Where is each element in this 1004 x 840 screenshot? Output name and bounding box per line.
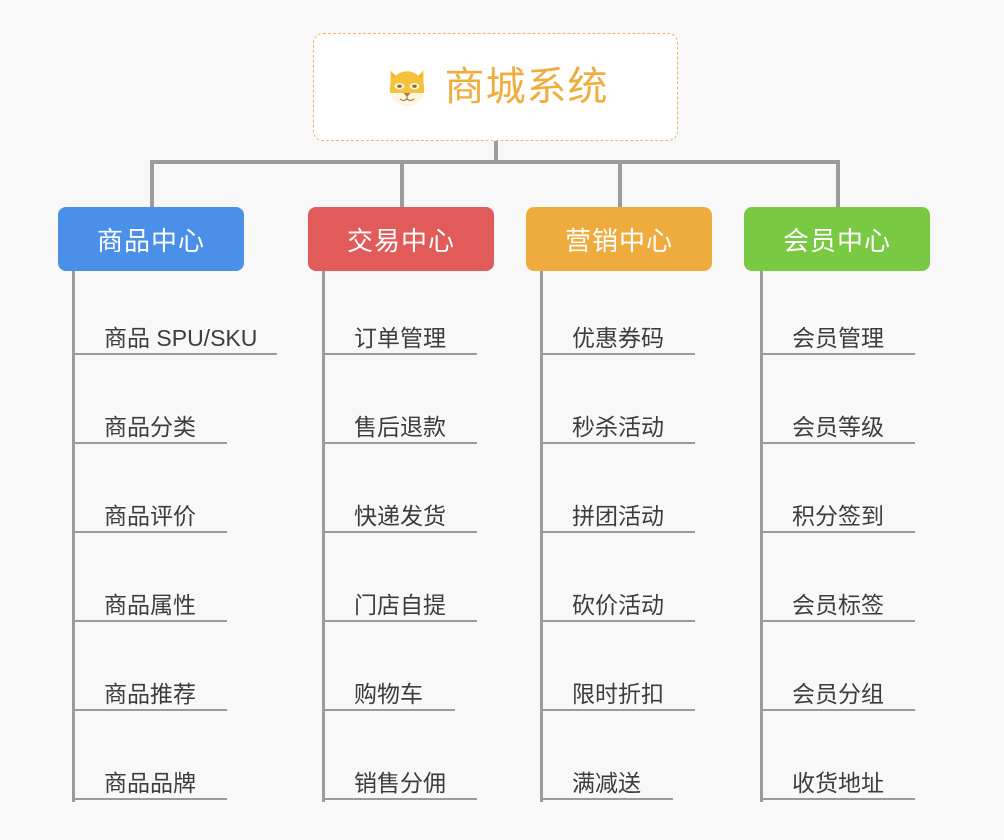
leaf-label: 销售分佣	[354, 769, 446, 796]
leaf-item-3-3[interactable]: 拼团活动	[540, 489, 695, 533]
leaf-item-4-6[interactable]: 收货地址	[760, 756, 915, 800]
branch-trunk-2	[322, 271, 325, 802]
branch-trunk-1	[72, 271, 75, 802]
leaf-label: 商品品牌	[104, 769, 196, 796]
category-box-3[interactable]: 营销中心	[526, 207, 712, 271]
leaf-label: 会员等级	[792, 413, 884, 440]
leaf-label: 购物车	[354, 680, 423, 707]
leaf-item-2-3[interactable]: 快递发货	[322, 489, 477, 533]
leaf-label: 快递发货	[354, 502, 446, 529]
leaf-label: 售后退款	[354, 413, 446, 440]
leaf-label: 会员管理	[792, 324, 884, 351]
connector-drop-4	[836, 160, 840, 207]
category-box-4[interactable]: 会员中心	[744, 207, 930, 271]
leaf-item-3-4[interactable]: 砍价活动	[540, 578, 695, 622]
leaf-item-2-1[interactable]: 订单管理	[322, 311, 477, 355]
leaf-label: 会员分组	[792, 680, 884, 707]
leaf-label: 商品推荐	[104, 680, 196, 707]
dog-face-icon	[389, 70, 424, 108]
leaf-item-3-1[interactable]: 优惠券码	[540, 311, 695, 355]
connector-drop-3	[618, 160, 622, 207]
leaf-item-1-6[interactable]: 商品品牌	[72, 756, 227, 800]
leaf-item-4-3[interactable]: 积分签到	[760, 489, 915, 533]
leaf-item-4-4[interactable]: 会员标签	[760, 578, 915, 622]
category-title-2: 交易中心	[346, 225, 455, 256]
connector-bus-bar	[150, 160, 840, 164]
leaf-item-2-4[interactable]: 门店自提	[322, 578, 477, 622]
leaf-label: 满减送	[572, 769, 641, 796]
leaf-label: 积分签到	[792, 502, 884, 529]
leaf-item-4-2[interactable]: 会员等级	[760, 400, 915, 444]
leaf-item-1-3[interactable]: 商品评价	[72, 489, 227, 533]
category-box-2[interactable]: 交易中心	[308, 207, 494, 271]
leaf-label: 优惠券码	[572, 324, 664, 351]
leaf-label: 秒杀活动	[572, 413, 664, 440]
category-title-3: 营销中心	[564, 225, 673, 256]
leaf-label: 商品属性	[104, 591, 196, 618]
leaf-item-3-2[interactable]: 秒杀活动	[540, 400, 695, 444]
leaf-item-2-2[interactable]: 售后退款	[322, 400, 477, 444]
leaf-label: 会员标签	[792, 591, 884, 618]
leaf-label: 订单管理	[354, 324, 446, 351]
leaf-item-4-5[interactable]: 会员分组	[760, 667, 915, 711]
leaf-label: 商品分类	[104, 413, 196, 440]
connector-drop-1	[150, 160, 154, 207]
branch-trunk-4	[760, 271, 763, 802]
leaf-label: 拼团活动	[572, 502, 664, 529]
connector-drop-2	[400, 160, 404, 207]
branch-trunk-3	[540, 271, 543, 802]
root-node-title: 商城系统	[444, 65, 609, 109]
leaf-item-3-5[interactable]: 限时折扣	[540, 667, 695, 711]
category-box-1[interactable]: 商品中心	[58, 207, 244, 271]
category-title-4: 会员中心	[782, 225, 891, 256]
leaf-label: 商品 SPU/SKU	[104, 324, 258, 351]
leaf-item-2-5[interactable]: 购物车	[322, 667, 455, 711]
category-title-1: 商品中心	[96, 225, 205, 256]
leaf-item-1-4[interactable]: 商品属性	[72, 578, 227, 622]
leaf-item-1-1[interactable]: 商品 SPU/SKU	[72, 311, 277, 355]
leaf-label: 门店自提	[354, 591, 446, 618]
leaf-item-1-2[interactable]: 商品分类	[72, 400, 227, 444]
leaf-item-4-1[interactable]: 会员管理	[760, 311, 915, 355]
leaf-item-1-5[interactable]: 商品推荐	[72, 667, 227, 711]
leaf-item-3-6[interactable]: 满减送	[540, 756, 673, 800]
leaf-label: 限时折扣	[572, 680, 664, 707]
leaf-label: 收货地址	[792, 769, 884, 796]
leaf-label: 商品评价	[104, 502, 196, 529]
root-node-mall-system[interactable]: 商城系统	[313, 33, 678, 141]
leaf-item-2-6[interactable]: 销售分佣	[322, 756, 477, 800]
connector-root-stem	[494, 141, 498, 164]
leaf-label: 砍价活动	[572, 591, 664, 618]
